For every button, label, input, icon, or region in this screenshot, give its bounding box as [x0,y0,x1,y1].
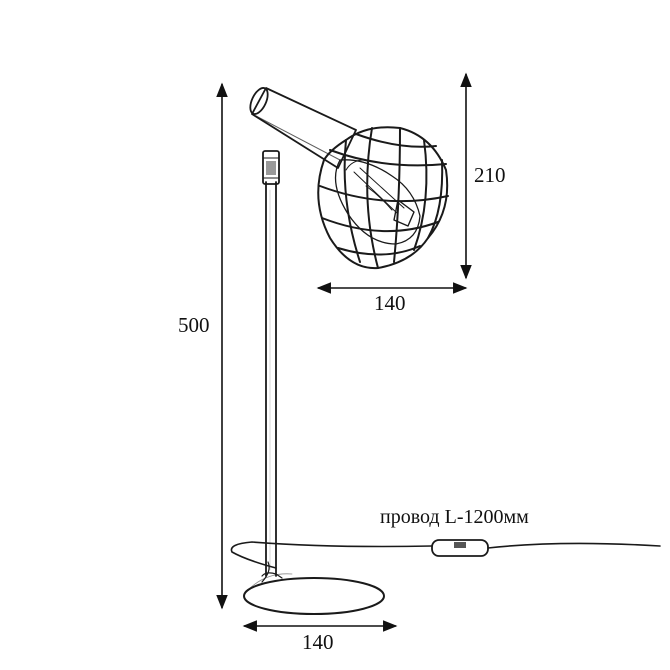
lamp-stem [265,181,277,577]
lamp-base [243,561,385,615]
shade-height-label: 210 [474,163,506,187]
base-width-label: 140 [302,630,334,654]
inline-switch-icon [431,539,489,557]
lamp-holder-cylinder [249,87,357,169]
shade-width-label: 140 [374,291,406,315]
dimension-base-width: 140 [242,620,398,654]
cord-length-label: провод L-1200мм [380,506,529,528]
wire-cage-shade [317,126,449,270]
power-cord [230,541,661,569]
dimension-shade-width: 140 [316,282,468,315]
lamp-joint [262,150,280,185]
dimension-total-height: 500 [178,82,228,610]
dimension-shade-height: 210 [460,72,506,280]
total-height-label: 500 [178,313,210,337]
